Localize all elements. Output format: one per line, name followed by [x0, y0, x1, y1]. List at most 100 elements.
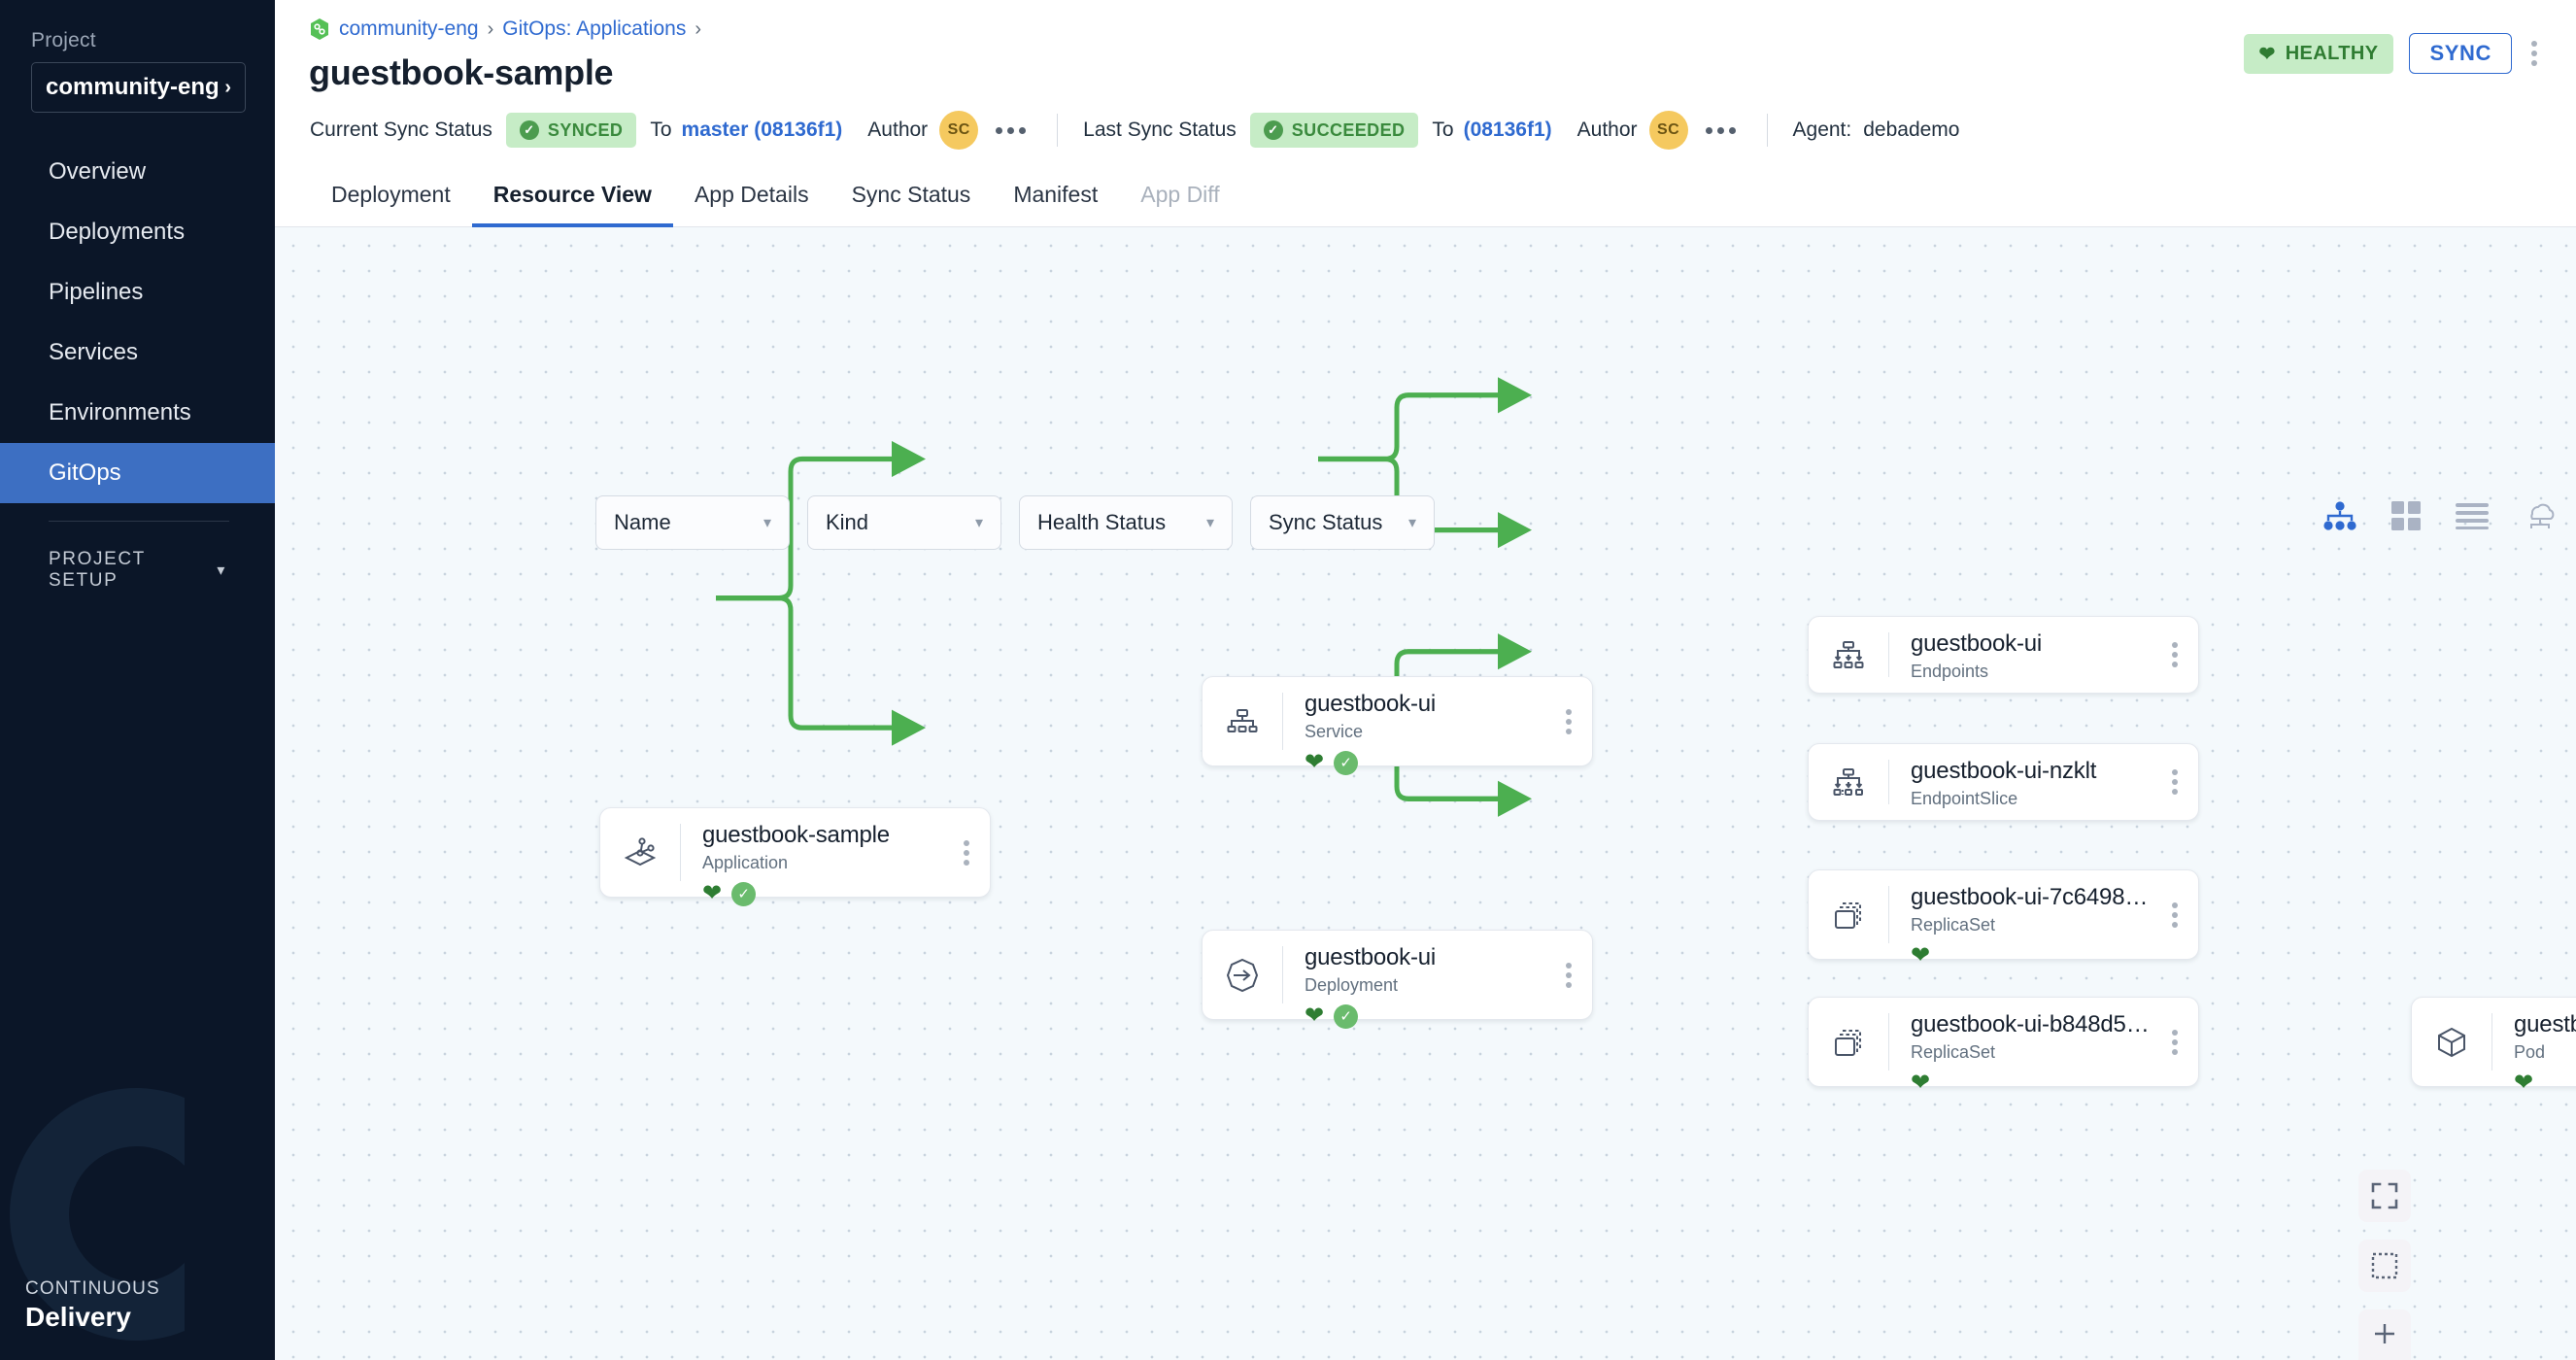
sidebar-item-environments[interactable]: Environments	[0, 383, 275, 443]
fit-screen-icon[interactable]	[2358, 1170, 2411, 1222]
tab-bar: Deployment Resource View App Details Syn…	[275, 167, 2576, 227]
last-sync-status-chip: ✓ SUCCEEDED	[1250, 113, 1419, 148]
avatar-2[interactable]: SC	[1649, 111, 1688, 150]
kebab-vertical-icon[interactable]	[2527, 37, 2541, 70]
node-overflow-icon[interactable]	[2152, 998, 2198, 1086]
project-selector-value: community-eng	[46, 74, 220, 101]
page-header: community-eng › GitOps: Applications › g…	[275, 0, 2576, 93]
tree-view-icon[interactable]	[2323, 501, 2356, 530]
service-icon	[1203, 677, 1282, 765]
project-selector[interactable]: community-eng ›	[31, 62, 246, 113]
last-sync-overflow-icon[interactable]	[1700, 121, 1742, 140]
sidebar-item-gitops[interactable]: GitOps	[0, 443, 275, 503]
main-content: community-eng › GitOps: Applications › g…	[275, 0, 2576, 1360]
graph-node-deployment[interactable]: guestbook-ui Deployment ❤ ✓	[1202, 930, 1593, 1020]
graph-node-application[interactable]: guestbook-sample Application ❤ ✓	[599, 807, 991, 898]
filter-health-status[interactable]: Health Status ▾	[1019, 495, 1233, 550]
breadcrumb-item-project[interactable]: community-eng	[339, 17, 479, 41]
node-name: guestbook-ui-7c64987dc9	[1911, 884, 2152, 911]
heart-icon: ❤	[1911, 944, 1930, 968]
list-view-icon[interactable]	[2456, 502, 2489, 529]
filter-sync-status[interactable]: Sync Status ▾	[1250, 495, 1435, 550]
node-status: ❤	[1911, 1071, 2152, 1096]
current-revision-link[interactable]: master (08136f1)	[682, 119, 843, 142]
status-badge-label: HEALTHY	[2286, 43, 2379, 65]
graph-node-endpointslice[interactable]: guestbook-ui-nzklt EndpointSlice	[1808, 743, 2199, 821]
chevron-down-icon: ▾	[975, 513, 983, 532]
graph-node-replicaset-7c64987dc9[interactable]: guestbook-ui-7c64987dc9 ReplicaSet ❤	[1808, 869, 2199, 960]
node-overflow-icon[interactable]	[943, 808, 990, 897]
current-sync-status-chip: ✓ SYNCED	[506, 113, 636, 148]
node-body: guestbook-ui Endpoints	[1889, 617, 2152, 693]
tab-sync-status[interactable]: Sync Status	[830, 168, 993, 227]
endpointslice-icon	[1809, 744, 1888, 820]
project-setup-toggle[interactable]: PROJECT SETUP ▾	[0, 522, 275, 592]
check-circle-icon: ✓	[1334, 751, 1358, 775]
current-sync-status-label: Current Sync Status	[310, 119, 492, 142]
graph-edges	[275, 227, 2576, 1360]
last-revision-link[interactable]: (08136f1)	[1464, 119, 1552, 142]
node-overflow-icon[interactable]	[1545, 931, 1592, 1019]
filter-bar: Name ▾ Kind ▾ Health Status ▾ Sync Statu…	[595, 495, 1435, 550]
sidebar-item-deployments[interactable]: Deployments	[0, 202, 275, 262]
node-body: guestbook-ui-b848d5d9… Pod ❤	[2492, 998, 2576, 1086]
sidebar-item-services[interactable]: Services	[0, 323, 275, 383]
resource-graph: guestbook-sample Application ❤ ✓	[275, 227, 2576, 1360]
sidebar-item-overview[interactable]: Overview	[0, 142, 275, 202]
zoom-in-icon[interactable]	[2358, 1309, 2411, 1358]
check-circle-icon: ✓	[520, 120, 539, 140]
sync-button-label: SYNC	[2429, 41, 2491, 66]
current-author-label: Author	[867, 119, 928, 142]
node-kind: ReplicaSet	[1911, 915, 2152, 935]
graph-node-service[interactable]: guestbook-ui Service ❤ ✓	[1202, 676, 1593, 766]
agent-value: debademo	[1863, 119, 1959, 142]
node-name: guestbook-ui	[1305, 944, 1545, 971]
grid-view-icon[interactable]	[2391, 501, 2421, 530]
last-sync-status-value: SUCCEEDED	[1292, 120, 1406, 141]
breadcrumb-item-gitops-applications[interactable]: GitOps: Applications	[502, 17, 686, 41]
node-body: guestbook-ui-7c64987dc9 ReplicaSet ❤	[1889, 870, 2152, 959]
tab-deployment[interactable]: Deployment	[310, 168, 472, 227]
logo-line-1: CONTINUOUS	[25, 1278, 160, 1300]
check-circle-icon: ✓	[731, 882, 756, 906]
chevron-right-icon: ›	[224, 77, 231, 99]
sidebar-item-pipelines[interactable]: Pipelines	[0, 262, 275, 323]
sidebar-item-label: Pipelines	[49, 279, 143, 306]
status-badge-healthy[interactable]: ❤ HEALTHY	[2244, 34, 2394, 74]
current-sync-overflow-icon[interactable]	[990, 121, 1032, 140]
filter-kind[interactable]: Kind ▾	[807, 495, 1001, 550]
node-overflow-icon[interactable]	[2152, 744, 2198, 820]
endpoints-icon	[1809, 617, 1888, 693]
tab-label: Deployment	[331, 182, 451, 207]
graph-node-pod[interactable]: guestbook-ui-b848d5d9… Pod ❤	[2411, 997, 2576, 1087]
node-kind: Pod	[2514, 1042, 2576, 1063]
graph-node-replicaset-b848d5d9d[interactable]: guestbook-ui-b848d5d9d ReplicaSet ❤	[1808, 997, 2199, 1087]
node-kind: Application	[702, 853, 943, 873]
node-status: ❤ ✓	[1305, 750, 1545, 775]
network-view-icon[interactable]	[2524, 501, 2557, 530]
check-circle-icon: ✓	[1334, 1004, 1358, 1029]
node-kind: Deployment	[1305, 975, 1545, 996]
tab-app-details[interactable]: App Details	[673, 168, 830, 227]
filter-name[interactable]: Name ▾	[595, 495, 790, 550]
resource-graph-canvas[interactable]: Name ▾ Kind ▾ Health Status ▾ Sync Statu…	[275, 227, 2576, 1360]
select-box-icon[interactable]	[2358, 1240, 2411, 1292]
tab-manifest[interactable]: Manifest	[992, 168, 1119, 227]
avatar[interactable]: SC	[939, 111, 978, 150]
node-overflow-icon[interactable]	[2152, 617, 2198, 693]
sync-button[interactable]: SYNC	[2409, 33, 2512, 74]
heart-icon: ❤	[2514, 1071, 2533, 1095]
node-status: ❤ ✓	[702, 881, 943, 906]
filter-health-label: Health Status	[1037, 510, 1166, 535]
node-overflow-icon[interactable]	[2152, 870, 2198, 959]
graph-node-endpoints[interactable]: guestbook-ui Endpoints	[1808, 616, 2199, 694]
heart-icon: ❤	[1305, 1004, 1324, 1028]
node-body: guestbook-ui-nzklt EndpointSlice	[1889, 744, 2152, 820]
chevron-down-icon: ▾	[763, 513, 771, 532]
node-overflow-icon[interactable]	[1545, 677, 1592, 765]
tab-resource-view[interactable]: Resource View	[472, 168, 673, 227]
current-sync-status-value: SYNCED	[548, 120, 623, 141]
sidebar-nav: Overview Deployments Pipelines Services …	[0, 142, 275, 503]
node-kind: EndpointSlice	[1911, 789, 2152, 809]
project-setup-label: PROJECT SETUP	[49, 549, 217, 592]
